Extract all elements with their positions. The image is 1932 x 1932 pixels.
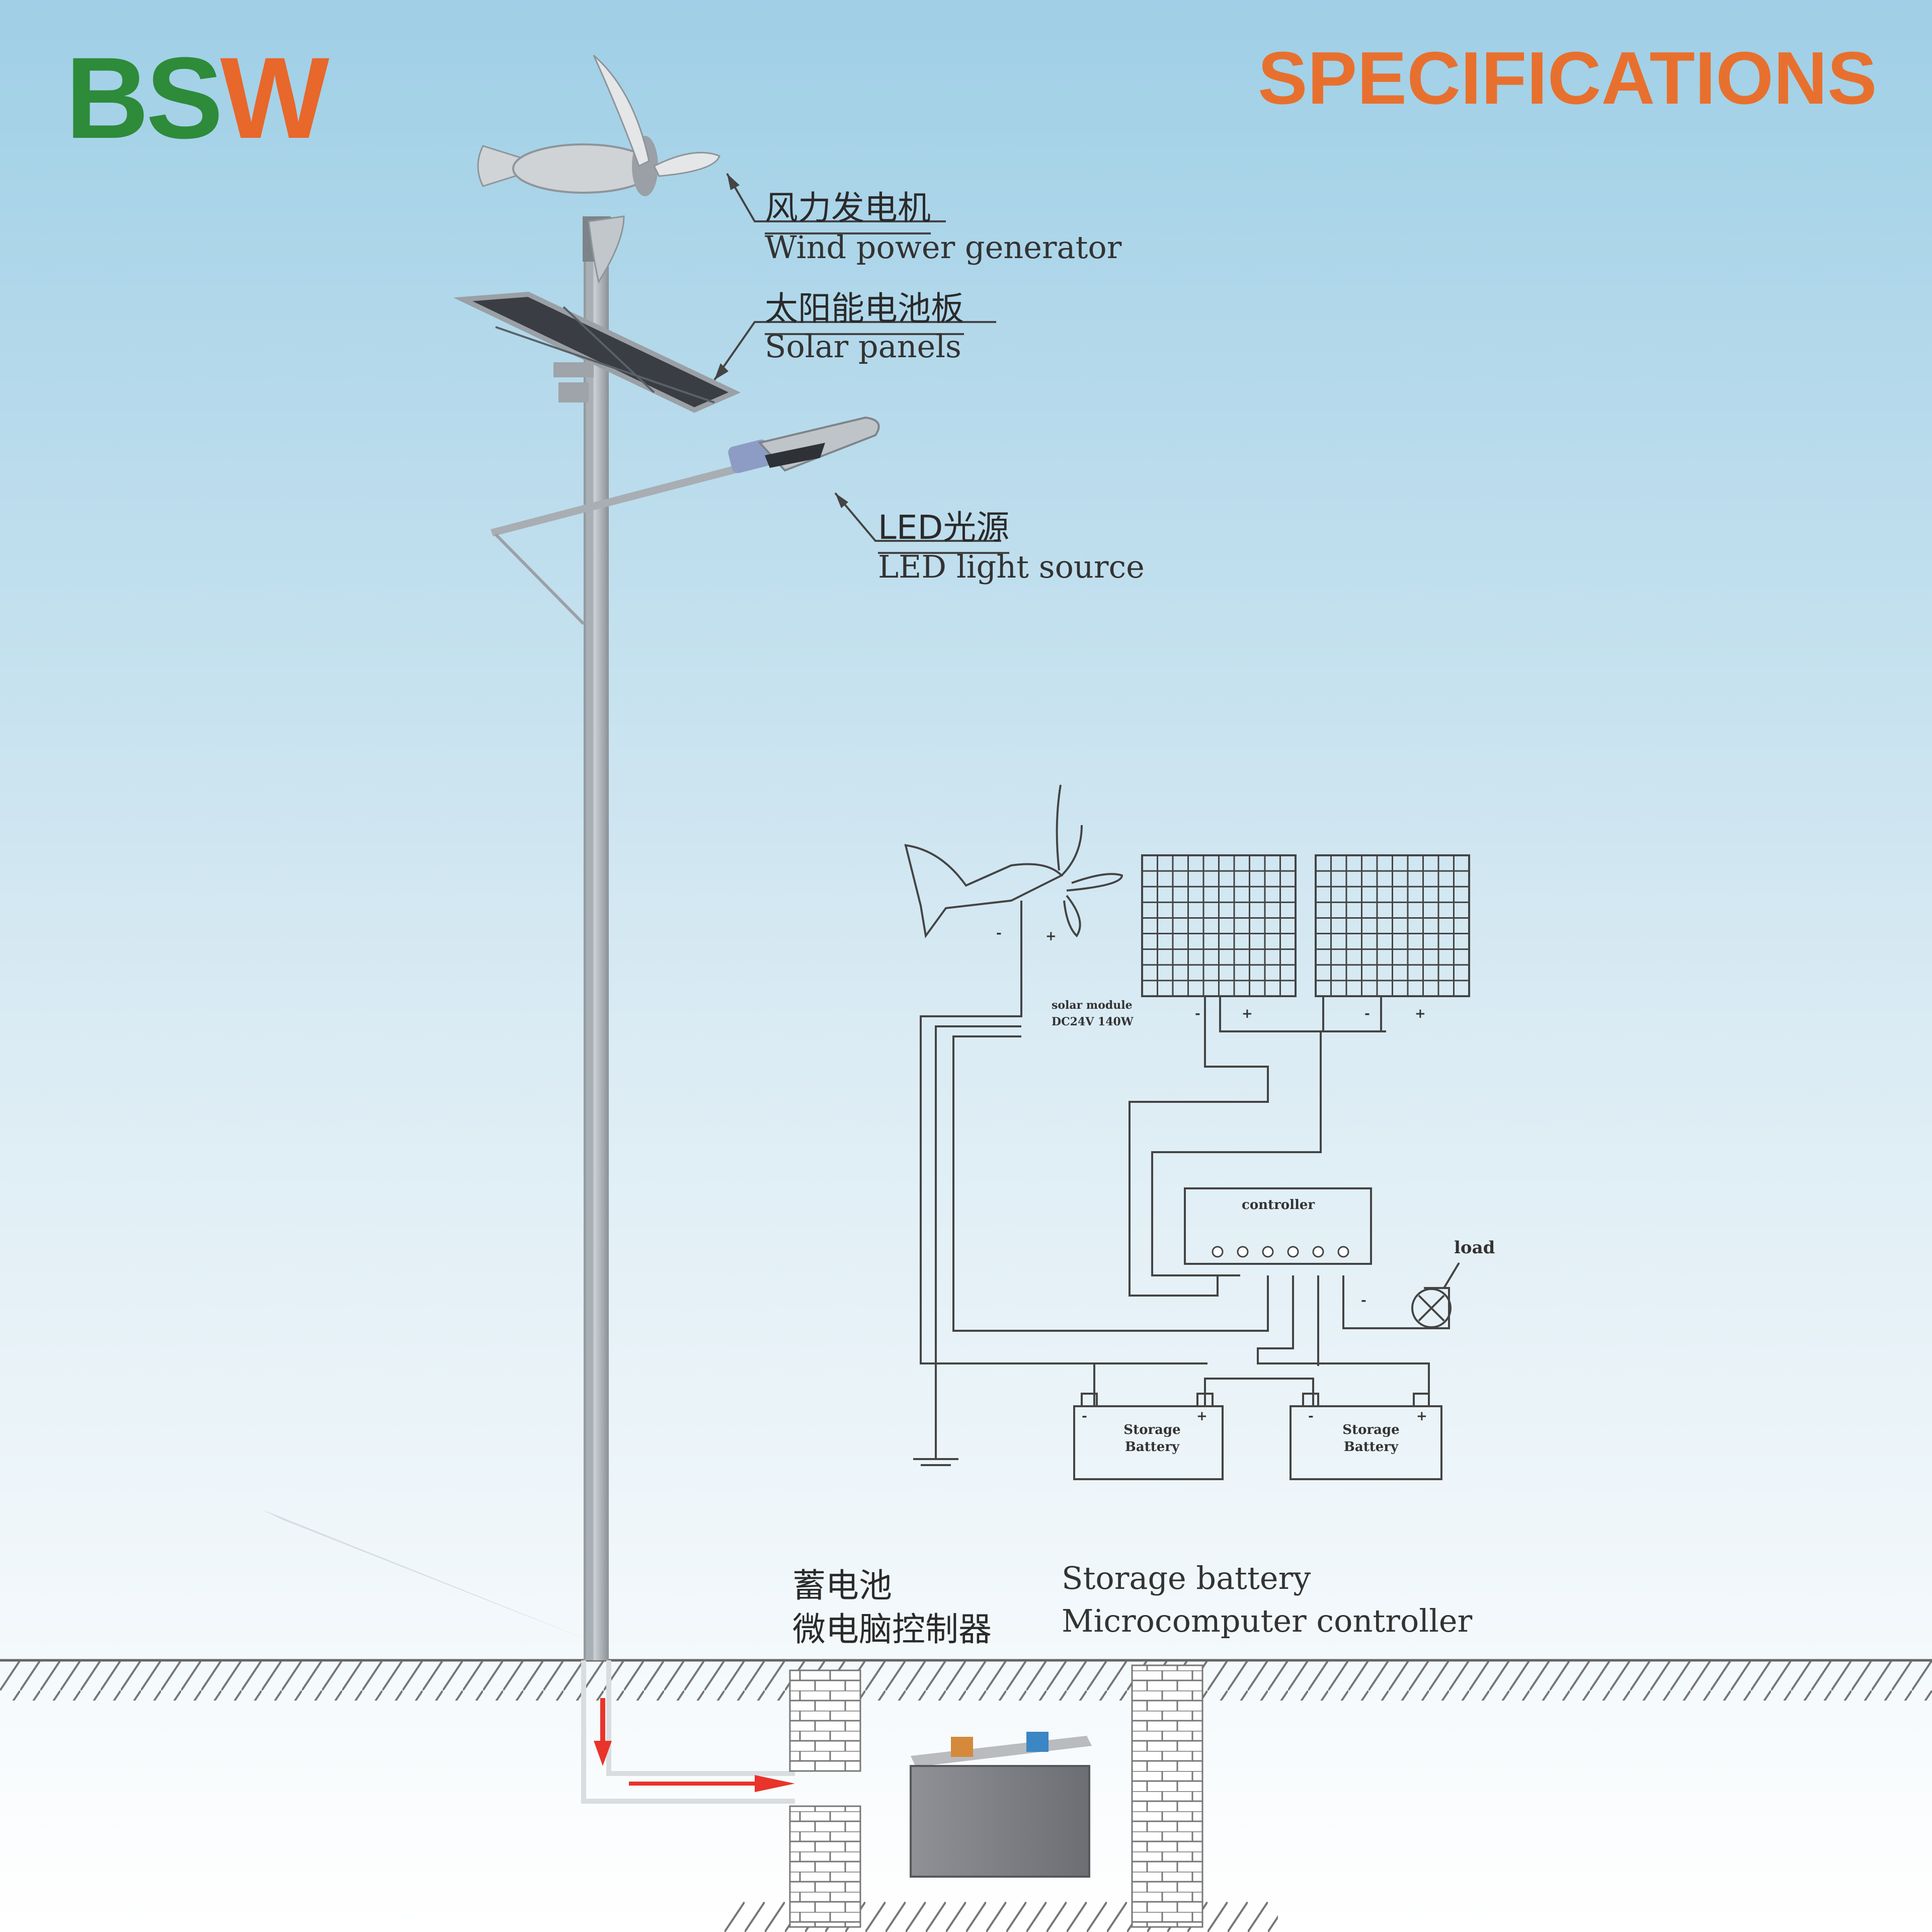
wiring-schematic <box>904 784 1470 1480</box>
wind-generator-label-cn: 风力发电机 <box>765 181 931 234</box>
load-label: load <box>1454 1238 1495 1258</box>
specifications-title: SPECIFICATIONS <box>1258 37 1877 120</box>
street-light-pole <box>584 216 609 1660</box>
led-source-label-cn: LED光源 <box>878 501 1010 554</box>
battery2-label-line1: Storage <box>1342 1422 1400 1437</box>
panel2-plus-label: + <box>1415 1006 1426 1021</box>
battery2-minus-label: - <box>1308 1409 1314 1424</box>
load-minus-label: - <box>1361 1293 1366 1308</box>
schematic-battery-1 <box>1073 1405 1224 1480</box>
battery1-minus-label: - <box>1082 1409 1087 1424</box>
underground-conduit <box>581 1660 795 1804</box>
brick-wall-left <box>789 1669 861 1928</box>
schematic-load-lamp <box>1411 1288 1452 1328</box>
led-lamp-head <box>728 416 880 473</box>
panel1-plus-label: + <box>1242 1006 1253 1021</box>
solar-module-label-2: DC24V 140W <box>1052 1015 1134 1028</box>
schematic-wind-turbine <box>904 844 1064 939</box>
logo-text-green: BS <box>65 33 223 163</box>
flow-arrows <box>594 1698 795 1792</box>
pole-shadow <box>262 1509 614 1650</box>
panel2-minus-label: - <box>1364 1006 1370 1021</box>
battery1-plus-label: + <box>1196 1409 1208 1424</box>
solar-panels-label-en: Solar panels <box>765 328 961 365</box>
battery2-plus-label: + <box>1416 1409 1427 1424</box>
bsw-logo: BSW <box>65 40 330 156</box>
controller-label-en: Microcomputer controller <box>1062 1602 1473 1639</box>
brick-wall-right <box>1131 1664 1203 1928</box>
callout-leaders <box>713 173 1001 542</box>
storage-battery-illustration <box>910 1732 1092 1878</box>
solar-panel-illustration <box>453 291 741 413</box>
storage-battery-label-en: Storage battery <box>1062 1560 1311 1596</box>
schematic-controller-box <box>1184 1187 1372 1265</box>
solar-module-label-1: solar module <box>1052 999 1133 1012</box>
battery1-label-line1: Storage <box>1123 1422 1181 1437</box>
controller-label: controller <box>1242 1197 1315 1213</box>
turbine-plus-label: + <box>1045 929 1057 944</box>
schematic-battery-2 <box>1290 1405 1442 1480</box>
lamp-arm <box>491 463 747 625</box>
wind-generator-label-en: Wind power generator <box>765 229 1122 266</box>
controller-label-cn: 微电脑控制器 <box>792 1610 992 1649</box>
solar-panels-label-cn: 太阳能电池板 <box>765 282 964 335</box>
wind-turbine-illustration <box>477 54 720 284</box>
callout-arrowheads <box>714 174 848 508</box>
battery1-label-line2: Battery <box>1124 1439 1180 1455</box>
panel1-minus-label: - <box>1195 1006 1200 1021</box>
controller-terminals <box>1212 1246 1349 1258</box>
turbine-minus-label: - <box>996 926 1002 941</box>
storage-battery-label-cn: 蓄电池 <box>792 1566 892 1605</box>
solar-grid-lines <box>1142 855 1469 996</box>
battery2-label-line2: Battery <box>1343 1439 1399 1455</box>
logo-text-orange: W <box>220 33 330 163</box>
led-source-label-en: LED light source <box>878 548 1145 585</box>
